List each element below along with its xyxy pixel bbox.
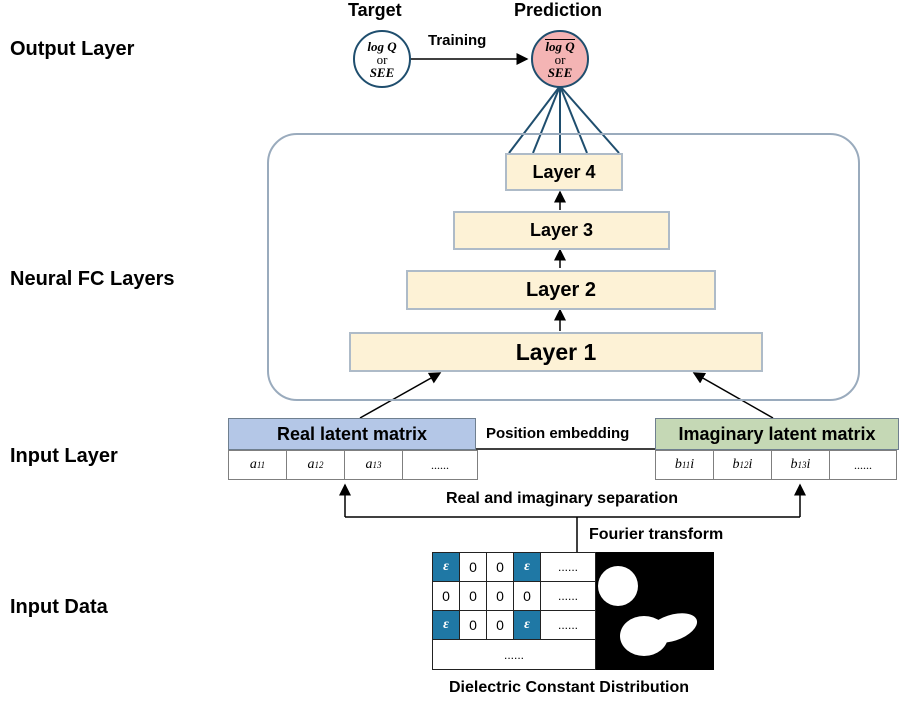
prediction-node: log Q or SEE <box>531 30 589 88</box>
grid-cell: 0 <box>513 581 541 611</box>
prediction-fan-lines <box>508 85 620 154</box>
grid-last-row: ...... <box>432 639 596 670</box>
input-data-label: Input Data <box>10 596 108 618</box>
imag-matrix-header: Imaginary latent matrix <box>655 418 899 450</box>
grid-cell-epsilon: ε <box>513 610 541 640</box>
grid-cell-epsilon: ε <box>432 552 460 582</box>
output-layer-label: Output Layer <box>10 38 135 60</box>
grid-cell: 0 <box>486 610 514 640</box>
dielectric-grid: ε 0 0 ε ...... 0 0 0 0 ...... ε 0 0 ε ..… <box>432 552 596 670</box>
layer-3: Layer 3 <box>453 211 670 250</box>
separation-label: Real and imaginary separation <box>446 490 679 507</box>
grid-cell-epsilon: ε <box>513 552 541 582</box>
prediction-or: or <box>554 52 566 67</box>
grid-cell: 0 <box>459 610 487 640</box>
grid-cell: 0 <box>459 581 487 611</box>
target-see: SEE <box>369 64 395 80</box>
neural-fc-layers-label: Neural FC Layers <box>10 268 175 290</box>
fourier-label: Fourier transform <box>589 526 724 543</box>
grid-cell-epsilon: ε <box>432 610 460 640</box>
grid-cell: 0 <box>486 581 514 611</box>
grid-cell: 0 <box>459 552 487 582</box>
real-matrix-header: Real latent matrix <box>228 418 476 450</box>
prediction-title: Prediction <box>514 0 603 20</box>
arrow-real-to-l1 <box>359 372 442 419</box>
position-embedding-label: Position embedding <box>486 425 630 442</box>
grid-cell-ellipsis: ...... <box>540 552 596 582</box>
layer-1: Layer 1 <box>349 332 763 372</box>
arrow-imag-to-l1 <box>692 372 774 419</box>
training-label: Training <box>428 32 487 49</box>
target-log-q: log Q <box>367 38 397 54</box>
prediction-log-q: log Q <box>545 39 575 54</box>
grid-cell-ellipsis: ...... <box>540 610 596 640</box>
prediction-see: SEE <box>547 65 573 80</box>
real-cell-ellipsis: ...... <box>402 450 478 480</box>
target-node: log Q or SEE <box>353 30 411 88</box>
input-layer-label: Input Layer <box>10 445 118 467</box>
neural-fc-panel <box>267 133 860 401</box>
target-or: or <box>376 51 388 67</box>
caption: Dielectric Constant Distribution <box>449 679 690 696</box>
target-title: Target <box>348 0 402 20</box>
grid-cell: 0 <box>432 581 460 611</box>
layer-2: Layer 2 <box>406 270 716 310</box>
layer-4: Layer 4 <box>505 153 623 191</box>
real-cell-sub: 11 <box>256 460 266 470</box>
dielectric-image <box>596 552 714 670</box>
grid-cell-ellipsis: ...... <box>540 581 596 611</box>
grid-cell: 0 <box>486 552 514 582</box>
imag-cell-ellipsis: ...... <box>829 450 897 480</box>
